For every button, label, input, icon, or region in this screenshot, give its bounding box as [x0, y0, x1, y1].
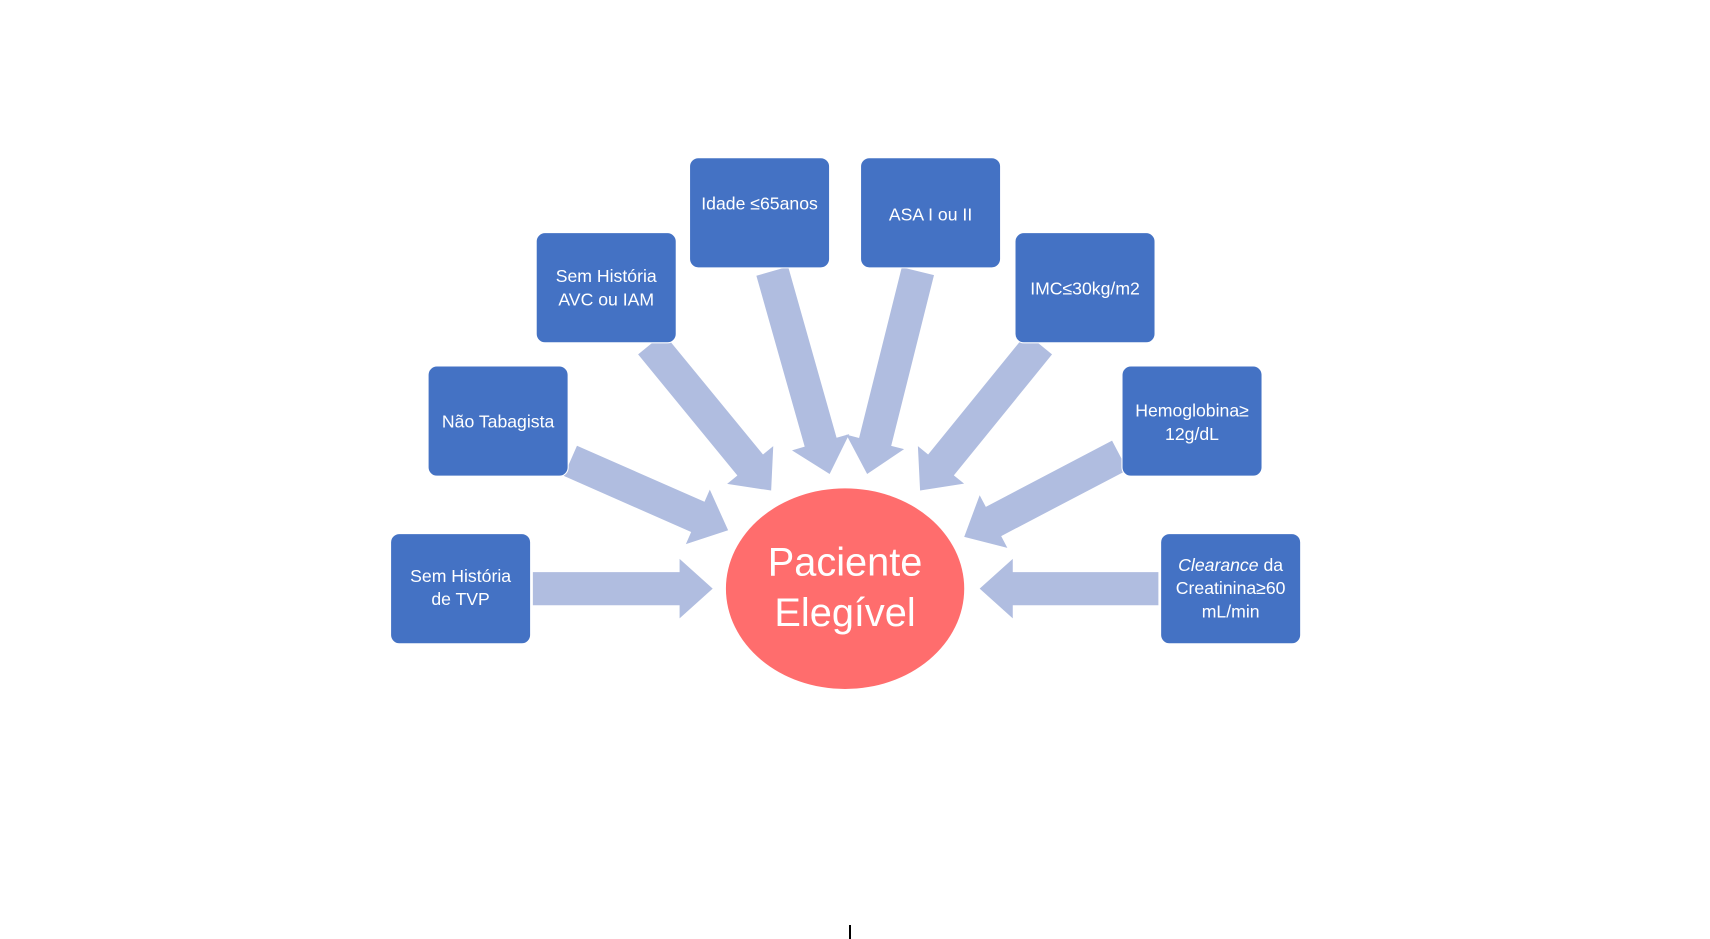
- criterion-box-bg: [1014, 232, 1156, 344]
- label-segment: ASA I ou II: [889, 204, 972, 224]
- criterion-label-line: AVC ou IAM: [558, 289, 654, 309]
- center-label-line-1: Paciente: [768, 540, 923, 584]
- criterion-label-line: Sem História: [556, 266, 657, 286]
- arrow-imc: [917, 333, 1053, 491]
- label-segment: da: [1259, 555, 1284, 575]
- label-segment: Não Tabagista: [442, 412, 555, 432]
- criterion-box-bg: [1160, 533, 1302, 645]
- criterion-box-imc: IMC≤30kg/m2: [1014, 232, 1156, 344]
- arrow-tabagista: [563, 445, 729, 545]
- criterion-box-bg: [427, 365, 569, 477]
- arrow-asa: [846, 267, 934, 475]
- label-segment: Sem História: [556, 266, 657, 286]
- criterion-box-tabagista: Não Tabagista: [427, 365, 569, 477]
- criterion-label-line: Não Tabagista: [442, 412, 555, 432]
- criterion-label-line: 12g/dL: [1165, 424, 1219, 444]
- criterion-label-line: de TVP: [431, 589, 489, 609]
- criterion-box-bg: [859, 157, 1002, 269]
- arrow-avc-iam: [638, 333, 774, 491]
- criterion-box-bg: [535, 232, 677, 344]
- center-ellipse: [725, 488, 965, 689]
- criterion-label-line: ASA I ou II: [889, 204, 972, 224]
- criterion-box-bg: [1121, 365, 1263, 477]
- label-segment: Idade ≤65anos: [701, 193, 818, 213]
- label-segment: de TVP: [431, 589, 489, 609]
- text-cursor-mark: [849, 925, 851, 939]
- criterion-label-line: IMC≤30kg/m2: [1030, 278, 1140, 298]
- arrow-hemoglobina: [964, 440, 1128, 548]
- arrow-idade: [756, 266, 850, 475]
- label-segment: 12g/dL: [1165, 424, 1219, 444]
- arrows-layer: [532, 266, 1159, 619]
- arrow-tvp: [532, 558, 713, 619]
- label-segment: Hemoglobina≥: [1135, 401, 1249, 421]
- criterion-label-line: Idade ≤65anos: [701, 193, 818, 213]
- label-segment: Sem História: [410, 566, 511, 586]
- criterion-box-tvp: Sem História de TVP: [389, 533, 532, 645]
- criterion-box-idade: Idade ≤65anos: [688, 157, 831, 269]
- arrow-clearance: [979, 558, 1159, 619]
- criterion-box-asa: ASA I ou II: [859, 157, 1002, 269]
- label-segment: mL/min: [1202, 601, 1260, 621]
- label-segment: AVC ou IAM: [558, 289, 654, 309]
- criterion-label-line: mL/min: [1202, 601, 1260, 621]
- label-segment: Creatinina≥60: [1176, 578, 1286, 598]
- criterion-box-bg: [389, 533, 532, 645]
- center-node: Paciente Elegível: [725, 488, 965, 689]
- italic-term: Clearance: [1178, 555, 1259, 575]
- criterion-label-line: Creatinina≥60: [1176, 578, 1286, 598]
- criterion-label-line: Hemoglobina≥: [1135, 401, 1249, 421]
- criterion-box-bg: [688, 157, 831, 269]
- center-label-line-2: Elegível: [774, 591, 915, 635]
- criterion-box-hemoglobina: Hemoglobina≥ 12g/dL: [1121, 365, 1263, 477]
- label-segment: IMC≤30kg/m2: [1030, 278, 1140, 298]
- criterion-label-line: Clearance da: [1178, 555, 1283, 575]
- criterion-label-line: Sem História: [410, 566, 511, 586]
